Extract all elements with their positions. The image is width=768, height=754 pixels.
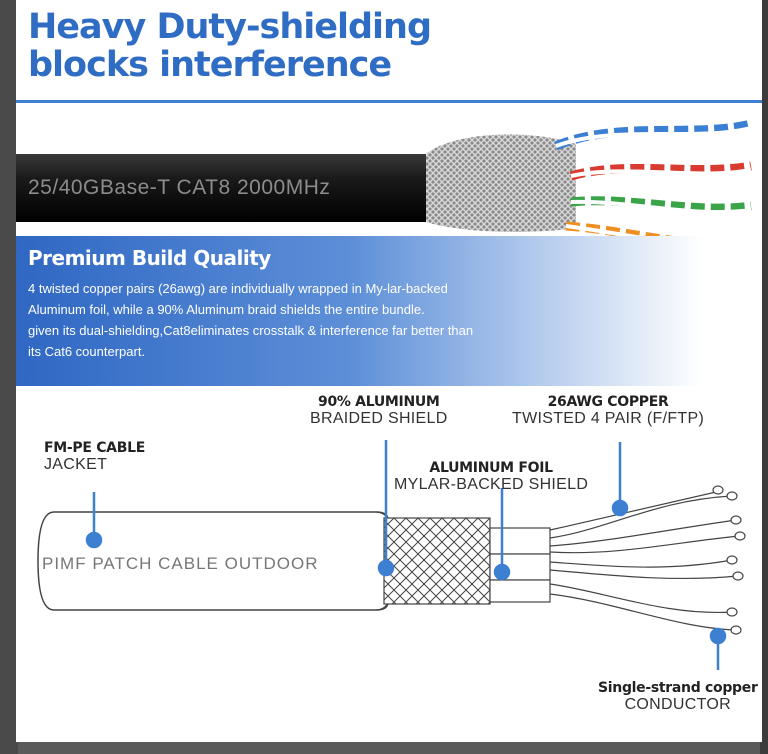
divider [16, 100, 762, 103]
quality-panel: Premium Build Quality 4 twisted copper p… [16, 236, 762, 386]
headline-line2: blocks interference [28, 45, 392, 85]
label-copper: 26AWG COPPER TWISTED 4 PAIR (F/FTP) [512, 394, 704, 428]
label-jacket: FM-PE CABLE JACKET [44, 440, 145, 474]
label-jacket-text: JACKET [44, 456, 108, 473]
label-braid-title: 90% ALUMINUM [318, 394, 440, 410]
headline-line1: Heavy Duty-shielding [28, 7, 432, 47]
label-foil: ALUMINUM FOIL MYLAR-BACKED SHIELD [394, 460, 588, 494]
label-conductor: Single-strand copper CONDUCTOR [598, 680, 758, 714]
diagram-twisted-pairs [549, 491, 741, 631]
headline: Heavy Duty-shielding blocks interference [28, 7, 432, 85]
backdrop-right [760, 0, 768, 754]
braid-shield [426, 134, 576, 232]
quality-para1: 4 twisted copper pairs (26awg) are indiv… [28, 281, 448, 317]
label-foil-text: MYLAR-BACKED SHIELD [394, 476, 589, 493]
cable-print-text: 25/40GBase-T CAT8 2000MHz [28, 176, 331, 199]
diagram-cable-text: PIMF PATCH CABLE OUTDOOR [42, 554, 319, 573]
label-copper-title: 26AWG COPPER [547, 394, 669, 410]
cable-jacket [16, 154, 436, 222]
backdrop-left [0, 0, 18, 754]
quality-title: Premium Build Quality [28, 246, 271, 270]
label-conductor-text: CONDUCTOR [624, 696, 731, 713]
diagram-foil-3 [489, 579, 551, 603]
label-foil-title: ALUMINUM FOIL [429, 460, 553, 476]
label-copper-text: TWISTED 4 PAIR (F/FTP) [512, 410, 705, 427]
label-braid: 90% ALUMINUM BRAIDED SHIELD [310, 394, 448, 428]
cable-diagram [37, 440, 746, 670]
diagram-foil-1 [489, 527, 551, 555]
label-conductor-title: Single-strand copper [598, 680, 758, 696]
quality-para2: given its dual-shielding,Cat8eliminates … [28, 323, 474, 359]
product-image-card: Heavy Duty-shielding blocks interference… [16, 0, 762, 742]
label-jacket-title: FM-PE CABLE [44, 440, 145, 456]
diagram-braid [383, 517, 491, 605]
quality-description: 4 twisted copper pairs (26awg) are indiv… [28, 278, 478, 362]
label-braid-text: BRAIDED SHIELD [310, 410, 448, 427]
callout-markers [85, 440, 727, 670]
